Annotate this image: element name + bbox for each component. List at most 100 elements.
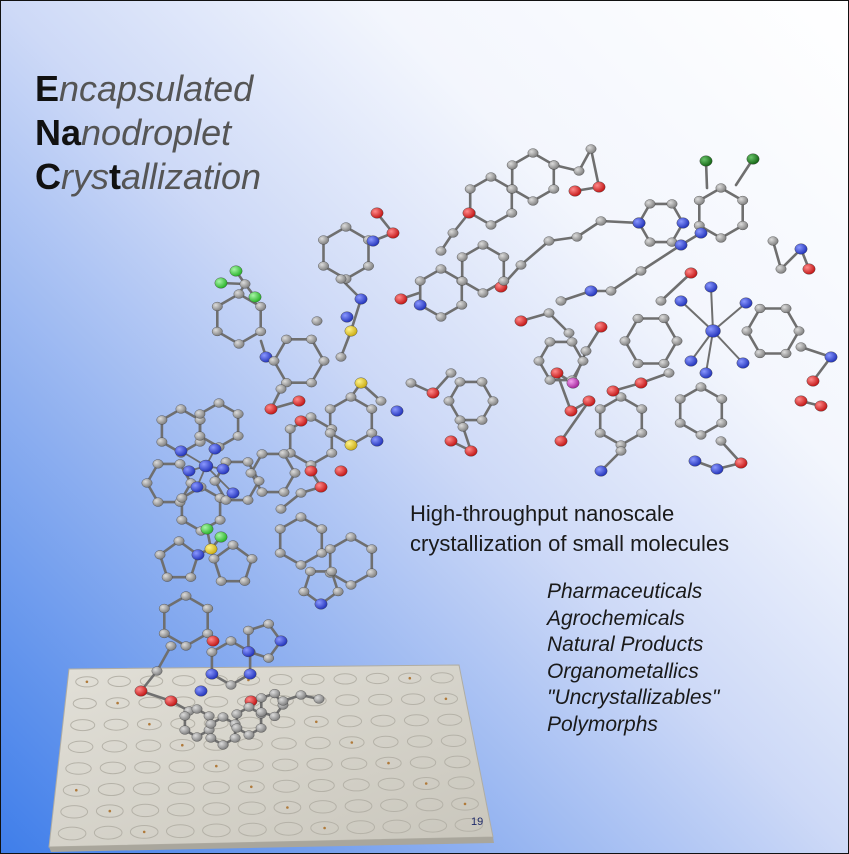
oxygen-atom bbox=[564, 405, 578, 417]
nitrogen-atom bbox=[676, 217, 690, 229]
carbon-atom bbox=[255, 693, 267, 703]
well bbox=[339, 736, 365, 749]
well bbox=[380, 798, 408, 812]
crystal-dot bbox=[116, 701, 119, 705]
well bbox=[344, 799, 373, 813]
crystal-dot bbox=[286, 806, 289, 809]
fluorine-atom bbox=[214, 277, 228, 289]
carbon-atom bbox=[185, 572, 197, 582]
carbon-atom bbox=[318, 356, 330, 366]
chlorine-atom bbox=[699, 155, 713, 167]
carbon-atom bbox=[548, 184, 560, 194]
well bbox=[202, 781, 230, 794]
oxygen-atom bbox=[464, 445, 478, 457]
carbon-atom bbox=[214, 515, 226, 525]
crystal-dot bbox=[142, 830, 146, 834]
carbon-atom bbox=[318, 235, 329, 245]
carbon-atom bbox=[457, 422, 469, 432]
carbon-atom bbox=[506, 184, 518, 194]
well-plate: 19 bbox=[48, 664, 494, 852]
nitrogen-atom bbox=[194, 685, 208, 697]
oxygen-atom bbox=[314, 481, 328, 493]
subtitle-line-1: High-throughput nanoscale bbox=[410, 501, 675, 526]
well bbox=[342, 778, 370, 792]
carbon-atom bbox=[636, 404, 648, 414]
carbon-atom bbox=[211, 301, 223, 312]
carbon-atom bbox=[255, 301, 267, 312]
bond bbox=[555, 371, 573, 413]
crystal-dot bbox=[250, 785, 253, 789]
carbon-atom bbox=[693, 195, 705, 206]
well bbox=[444, 755, 471, 769]
carbon-atom bbox=[527, 148, 539, 158]
carbon-atom bbox=[326, 566, 337, 577]
well bbox=[333, 673, 357, 685]
crystal-dot bbox=[215, 764, 218, 768]
carbon-atom bbox=[255, 723, 267, 733]
well bbox=[202, 823, 231, 838]
well bbox=[238, 822, 267, 837]
well bbox=[403, 714, 429, 727]
carbon-atom bbox=[543, 236, 555, 246]
well bbox=[415, 797, 444, 812]
oxygen-atom bbox=[370, 207, 384, 219]
carbon-atom bbox=[217, 712, 229, 722]
carbon-atom bbox=[644, 237, 656, 247]
well bbox=[451, 797, 479, 811]
carbon-atom bbox=[324, 404, 336, 414]
nitrogen-atom bbox=[674, 239, 688, 251]
carbon-atom bbox=[281, 378, 292, 388]
nitrogen-atom bbox=[226, 487, 240, 499]
well bbox=[65, 762, 92, 775]
category-item: Organometallics bbox=[547, 659, 699, 683]
bond bbox=[155, 644, 173, 673]
carbon-atom bbox=[615, 446, 627, 456]
nitrogen-atom bbox=[699, 367, 713, 379]
well bbox=[101, 740, 128, 753]
well bbox=[305, 736, 331, 750]
well bbox=[303, 715, 329, 728]
well bbox=[346, 820, 376, 835]
carbon-atom bbox=[527, 196, 539, 206]
bond bbox=[609, 269, 643, 293]
carbon-atom bbox=[239, 279, 251, 289]
carbon-atom bbox=[487, 396, 499, 406]
carbon-atom bbox=[268, 356, 280, 366]
carbon-atom bbox=[269, 711, 281, 722]
well bbox=[433, 693, 458, 705]
well bbox=[131, 803, 160, 818]
well bbox=[75, 676, 99, 688]
oxygen-atom bbox=[582, 395, 596, 407]
carbon-atom bbox=[205, 719, 217, 729]
carbon-atom bbox=[295, 512, 307, 522]
carbon-atom bbox=[256, 487, 268, 497]
category-item: "Uncrystallizables" bbox=[547, 686, 720, 709]
nitrogen-atom bbox=[216, 463, 230, 475]
well bbox=[67, 740, 94, 753]
bond bbox=[589, 147, 601, 189]
carbon-atom bbox=[203, 711, 215, 721]
carbon-atom bbox=[635, 266, 647, 276]
carbon-atom bbox=[445, 368, 457, 378]
well bbox=[274, 821, 303, 836]
crystal-dot bbox=[424, 782, 428, 785]
well bbox=[166, 824, 195, 839]
carbon-atom bbox=[585, 144, 597, 154]
carbon-atom bbox=[506, 208, 518, 218]
carbon-atom bbox=[191, 732, 203, 742]
carbon-atom bbox=[275, 384, 287, 394]
carbon-atom bbox=[194, 409, 206, 419]
carbon-atom bbox=[306, 334, 317, 344]
crystal-dot bbox=[350, 741, 354, 744]
well bbox=[203, 759, 230, 773]
nitrogen-atom bbox=[190, 481, 204, 493]
nitrogen-atom bbox=[314, 598, 328, 610]
carbon-atom bbox=[180, 641, 192, 651]
well bbox=[135, 739, 162, 752]
carbon-atom bbox=[274, 548, 286, 558]
oxygen-atom bbox=[206, 635, 220, 647]
well bbox=[272, 779, 300, 793]
carbon-atom bbox=[414, 276, 426, 286]
nitrogen-atom bbox=[354, 293, 368, 305]
well bbox=[454, 818, 484, 832]
